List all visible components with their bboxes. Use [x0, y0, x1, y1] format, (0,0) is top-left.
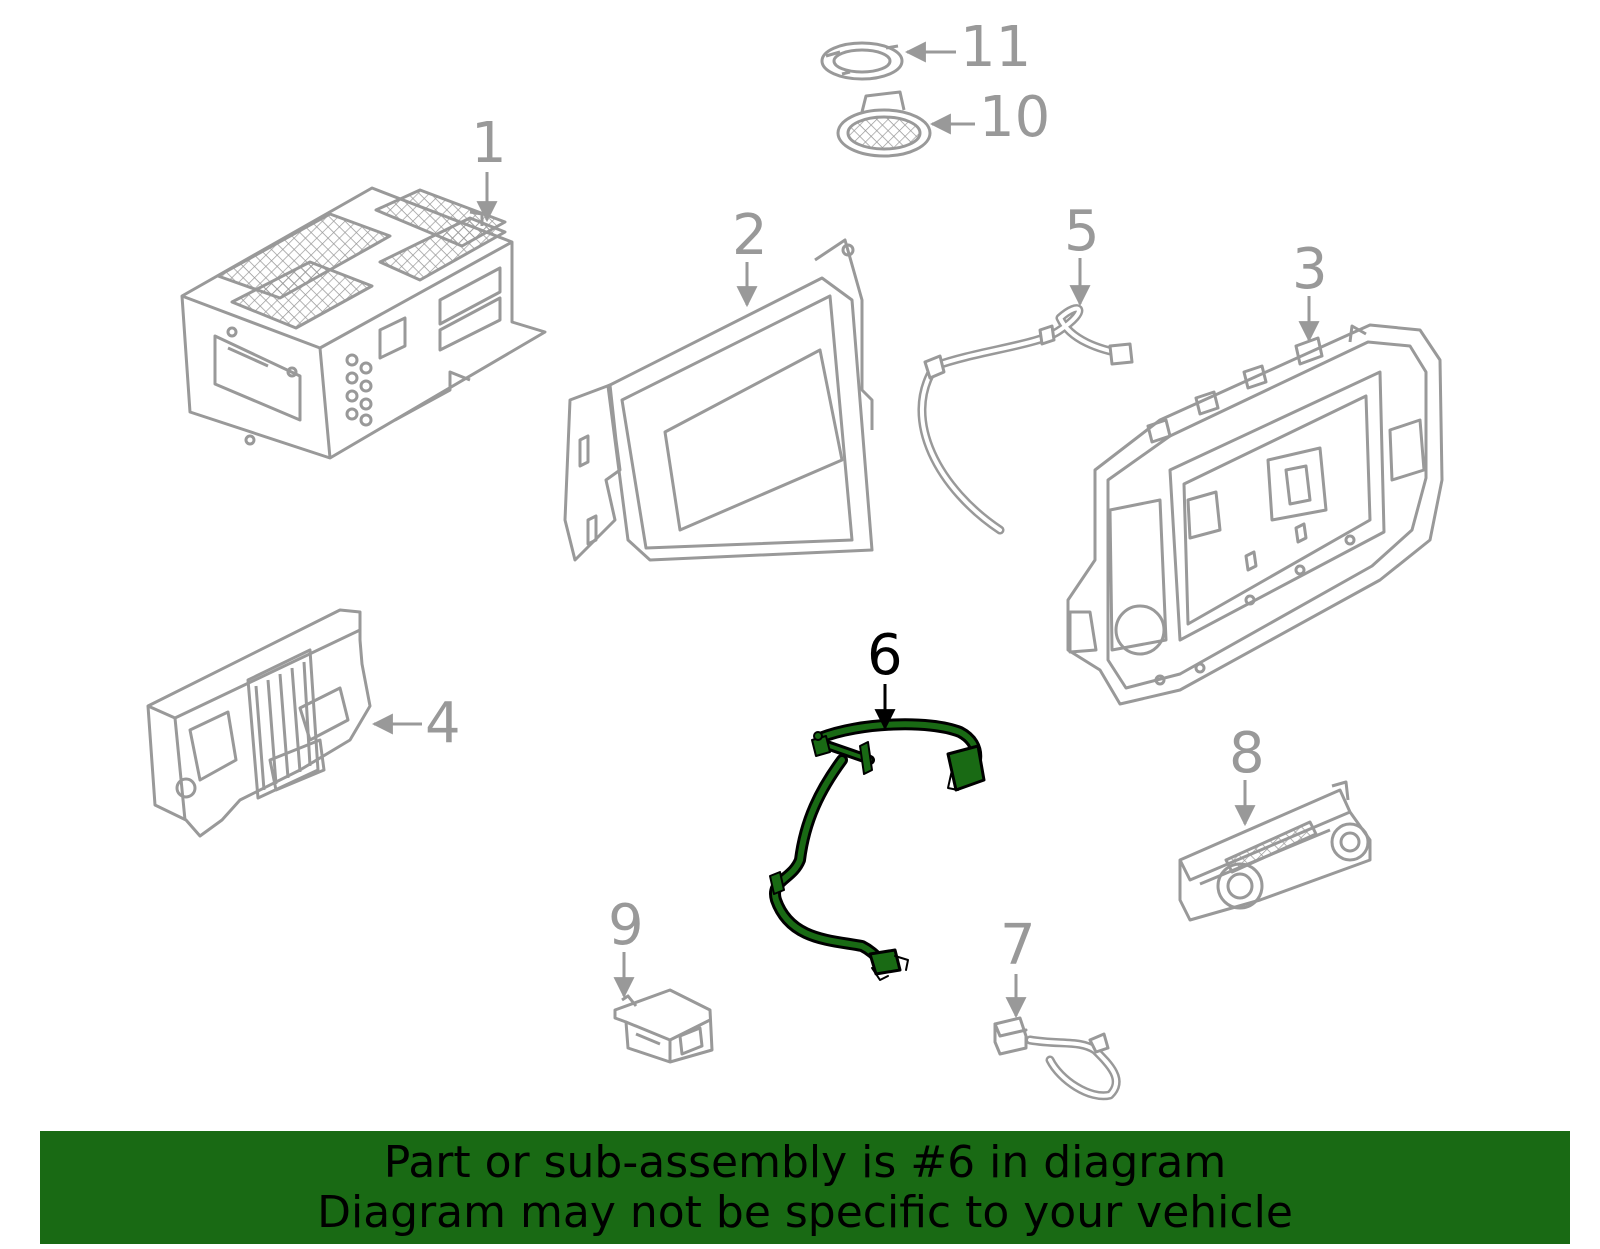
part-1-radio-chassis [180, 186, 547, 460]
callout-8: 8 [1229, 721, 1265, 786]
part-6-wiring-harness [769, 718, 986, 981]
callout-10: 10 [979, 85, 1051, 150]
leader-arrows [371, 41, 1320, 1019]
callout-5: 5 [1064, 199, 1100, 264]
part-2-display-screen [563, 238, 874, 562]
part-9-connector-block [613, 988, 714, 1064]
part-5-cable [917, 304, 1134, 535]
part-7-connector-pigtail [993, 1016, 1121, 1101]
parts-diagram [146, 41, 1444, 1101]
callout-1: 1 [471, 111, 507, 176]
info-banner: Part or sub-assembly is #6 in diagram Di… [40, 1131, 1570, 1244]
callout-9: 9 [608, 893, 644, 958]
callout-7: 7 [1000, 913, 1036, 978]
callout-4: 4 [425, 691, 461, 756]
callout-11: 11 [960, 15, 1032, 80]
part-3-bezel-frame [1066, 323, 1444, 706]
banner-line-disclaimer: Diagram may not be specific to your vehi… [317, 1186, 1293, 1238]
part-11-retainer-ring [820, 41, 904, 81]
callout-3: 3 [1292, 237, 1328, 302]
part-4-amplifier [146, 608, 372, 838]
banner-line-part: Part or sub-assembly is #6 in diagram [383, 1136, 1227, 1188]
callout-6: 6 [867, 623, 903, 688]
part-10-speaker-grille [836, 90, 932, 158]
part-8-control-module [1178, 780, 1372, 922]
callout-2: 2 [732, 203, 768, 268]
